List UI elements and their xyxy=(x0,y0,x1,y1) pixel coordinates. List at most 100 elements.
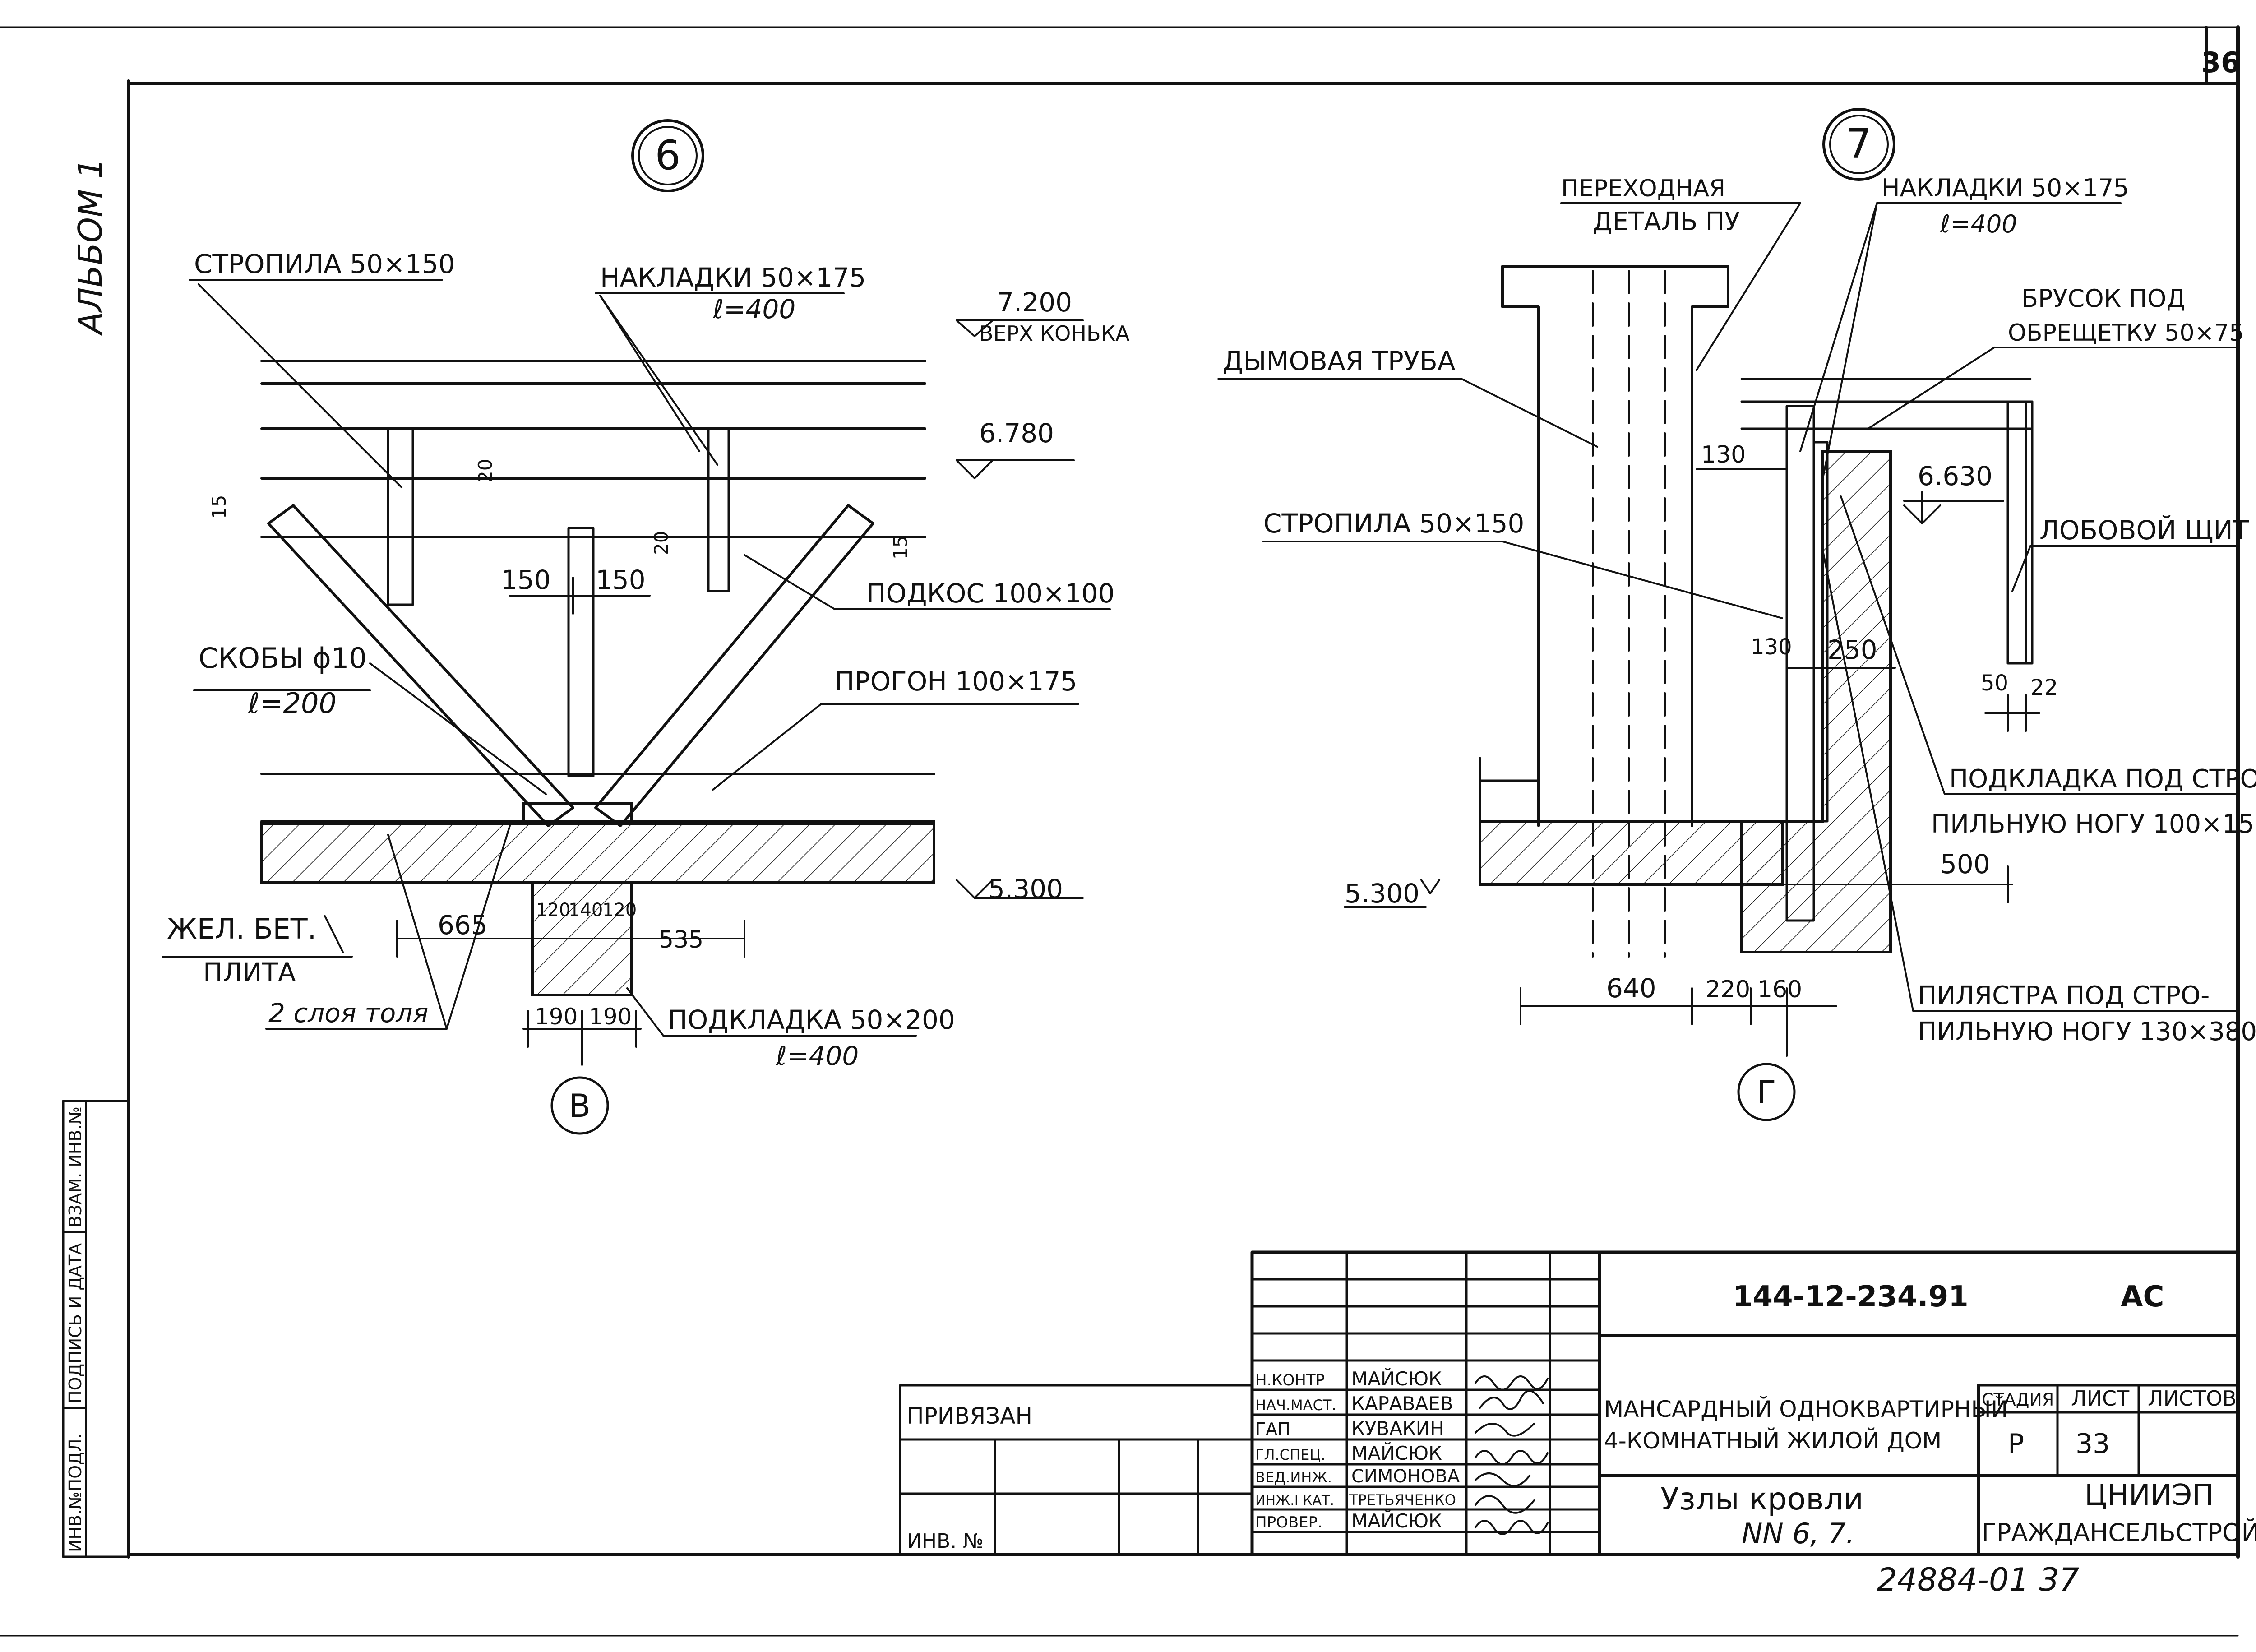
dim-665: 665 xyxy=(438,910,488,940)
tb-sheet-title-1: Узлы кровли xyxy=(1660,1481,1863,1517)
node-6-number: 6 xyxy=(655,132,680,179)
tb-sheet-h: ЛИСТ xyxy=(2071,1386,2130,1411)
tb-role-3: ГЛ.СПЕЦ. xyxy=(1255,1446,1325,1463)
detail-6: 6 xyxy=(162,119,1130,1135)
dim-50: 50 xyxy=(1981,671,2008,696)
label-pad-6: ПОДКЛАДКА 50×200 xyxy=(668,1004,955,1035)
dim-535: 535 xyxy=(659,926,703,953)
dim-15-left: 15 xyxy=(208,495,230,519)
tb-name-6: МАЙСЮК xyxy=(1351,1509,1442,1532)
side-stamp-replace: ВЗАМ. ИНВ.№ xyxy=(65,1106,85,1227)
tb-name-1: КАРАВАЕВ xyxy=(1351,1393,1453,1415)
label-chimney: ДЫМОВАЯ ТРУБА xyxy=(1223,346,1456,376)
tb-stage: Р xyxy=(2008,1428,2024,1460)
label-pilaster-1: ПИЛЯСТРА ПОД СТРО- xyxy=(1918,981,2210,1010)
tb-sheets-h: ЛИСТОВ xyxy=(2148,1386,2237,1411)
label-level-6780: 6.780 xyxy=(979,418,1054,449)
dim-160: 160 xyxy=(1757,976,1802,1003)
tb-name-0: МАЙСЮК xyxy=(1351,1367,1442,1390)
label-ridge-note: ВЕРХ КОНЬКА xyxy=(979,321,1130,346)
label-level-5300-6: 5.300 xyxy=(988,874,1063,904)
dim-20-a: 20 xyxy=(474,459,496,483)
dim-140: 140 xyxy=(569,900,603,921)
label-slab-1: ЖЕЛ. БЕТ. xyxy=(167,912,316,945)
album-label: АЛЬБОМ 1 xyxy=(71,158,109,336)
rafter-posts xyxy=(387,427,730,777)
label-pad-7-1: ПОДКЛАДКА ПОД СТРО- xyxy=(1949,764,2256,794)
label-overlays-7: НАКЛАДКИ 50×175 xyxy=(1882,174,2129,202)
label-ridge-level: 7.200 xyxy=(997,287,1072,318)
label-slab-2: ПЛИТА xyxy=(203,957,296,988)
dim-15-right: 15 xyxy=(889,536,911,560)
tb-inv: ИНВ. № xyxy=(907,1530,984,1553)
bottom-code: 24884-01 37 xyxy=(1877,1561,2079,1598)
dim-150-b: 150 xyxy=(596,565,646,595)
tb-name-4: СИМОНОВА xyxy=(1351,1466,1460,1487)
tb-name-2: КУВАКИН xyxy=(1351,1417,1444,1439)
tb-project-1: МАНСАРДНЫЙ ОДНОКВАРТИРНЫЙ xyxy=(1604,1396,2008,1422)
struts xyxy=(267,504,874,827)
tb-name-5: ТРЕТЬЯЧЕНКО xyxy=(1349,1491,1456,1509)
label-overlays-len-7: ℓ=400 xyxy=(1940,210,2017,238)
label-level-5300-7: 5.300 xyxy=(1345,878,1419,909)
dim-250: 250 xyxy=(1827,634,1877,665)
tb-role-4: ВЕД.ИНЖ. xyxy=(1255,1469,1332,1486)
leaders-6 xyxy=(162,279,1111,1037)
tb-sheet-title-2: NN 6, 7. xyxy=(1742,1517,1854,1550)
level-markers xyxy=(956,319,1084,899)
label-batten-1: БРУСОК ПОД xyxy=(2021,284,2186,313)
side-stamp-sign: ПОДПИСЬ И ДАТА xyxy=(65,1243,85,1403)
label-fascia: ЛОБОВОЙ ЩИТ xyxy=(2039,514,2249,546)
detail-7: 7 xyxy=(1217,108,2256,1121)
leaders-7 xyxy=(1217,202,2239,1012)
purlin xyxy=(260,773,935,823)
label-level-6630: 6.630 xyxy=(1918,461,1992,491)
dim-20-b: 20 xyxy=(650,531,672,555)
roof-top-7 xyxy=(1740,378,2034,665)
tb-org-1: ЦНИИЭП xyxy=(2085,1479,2214,1512)
label-staples-len: ℓ=200 xyxy=(248,687,337,720)
label-pilaster-2: ПИЛЬНУЮ НОГУ 130×380 xyxy=(1918,1017,2256,1046)
page-number: 36 xyxy=(2201,46,2240,79)
tb-role-2: ГАП xyxy=(1255,1419,1290,1439)
floor-slab-7 xyxy=(1479,820,1784,886)
roof-boards xyxy=(260,360,926,538)
label-batten-2: ОБРЕЩЕТКУ 50×75 xyxy=(2008,319,2244,347)
dim-190-b: 190 xyxy=(589,1004,632,1030)
pilaster xyxy=(1740,450,1892,953)
side-stamp: ИНВ.№ПОДЛ. ПОДПИСЬ И ДАТА ВЗАМ. ИНВ.№ xyxy=(62,1100,130,1558)
tb-doc-code: 144-12-234.91 xyxy=(1733,1280,1969,1314)
dim-190-a: 190 xyxy=(535,1004,578,1030)
label-pad-7-2: ПИЛЬНУЮ НОГУ 100×150 xyxy=(1931,810,2256,839)
dim-130: 130 xyxy=(1751,634,1792,660)
label-purlin: ПРОГОН 100×175 xyxy=(835,666,1077,697)
dims-7 xyxy=(1520,468,2040,1057)
label-transition-1: ПЕРЕХОДНАЯ xyxy=(1561,175,1725,202)
label-overlays-6: НАКЛАДКИ 50×175 xyxy=(600,262,866,293)
rafter-7 xyxy=(1785,405,1829,922)
label-rafters-6: СТРОПИЛА 50×150 xyxy=(194,249,455,279)
tb-mark: АС xyxy=(2121,1280,2164,1314)
label-overlays-len-6: ℓ=400 xyxy=(712,294,795,324)
tb-role-5: ИНЖ.I КАТ. xyxy=(1255,1493,1334,1509)
dims-6 xyxy=(396,577,745,1066)
tb-role-1: НАЧ.МАСТ. xyxy=(1255,1397,1336,1414)
label-tar-paper: 2 слоя толя xyxy=(268,998,428,1028)
dim-150-a: 150 xyxy=(501,565,551,595)
dim-120-b: 120 xyxy=(602,900,637,921)
tb-bound: ПРИВЯЗАН xyxy=(907,1403,1032,1429)
axis-g: Г xyxy=(1757,1074,1776,1111)
node-7-number: 7 xyxy=(1846,120,1872,168)
label-rafters-7: СТРОПИЛА 50×150 xyxy=(1263,508,1524,539)
label-staples: СКОБЫ ϕ10 xyxy=(199,642,367,675)
label-transition-2: ДЕТАЛЬ ПУ xyxy=(1593,207,1740,236)
signatures xyxy=(1475,1375,1549,1535)
side-stamp-inv: ИНВ.№ПОДЛ. xyxy=(65,1434,85,1553)
dim-130-top: 130 xyxy=(1701,441,1746,468)
tb-name-3: МАЙСЮК xyxy=(1351,1442,1442,1464)
tb-org-2: ГРАЖДАНСЕЛЬСТРОЙ xyxy=(1982,1518,2256,1547)
label-pad-len-6: ℓ=400 xyxy=(776,1041,859,1071)
dim-120-a: 120 xyxy=(536,900,570,921)
level-markers-7 xyxy=(1344,491,2004,908)
